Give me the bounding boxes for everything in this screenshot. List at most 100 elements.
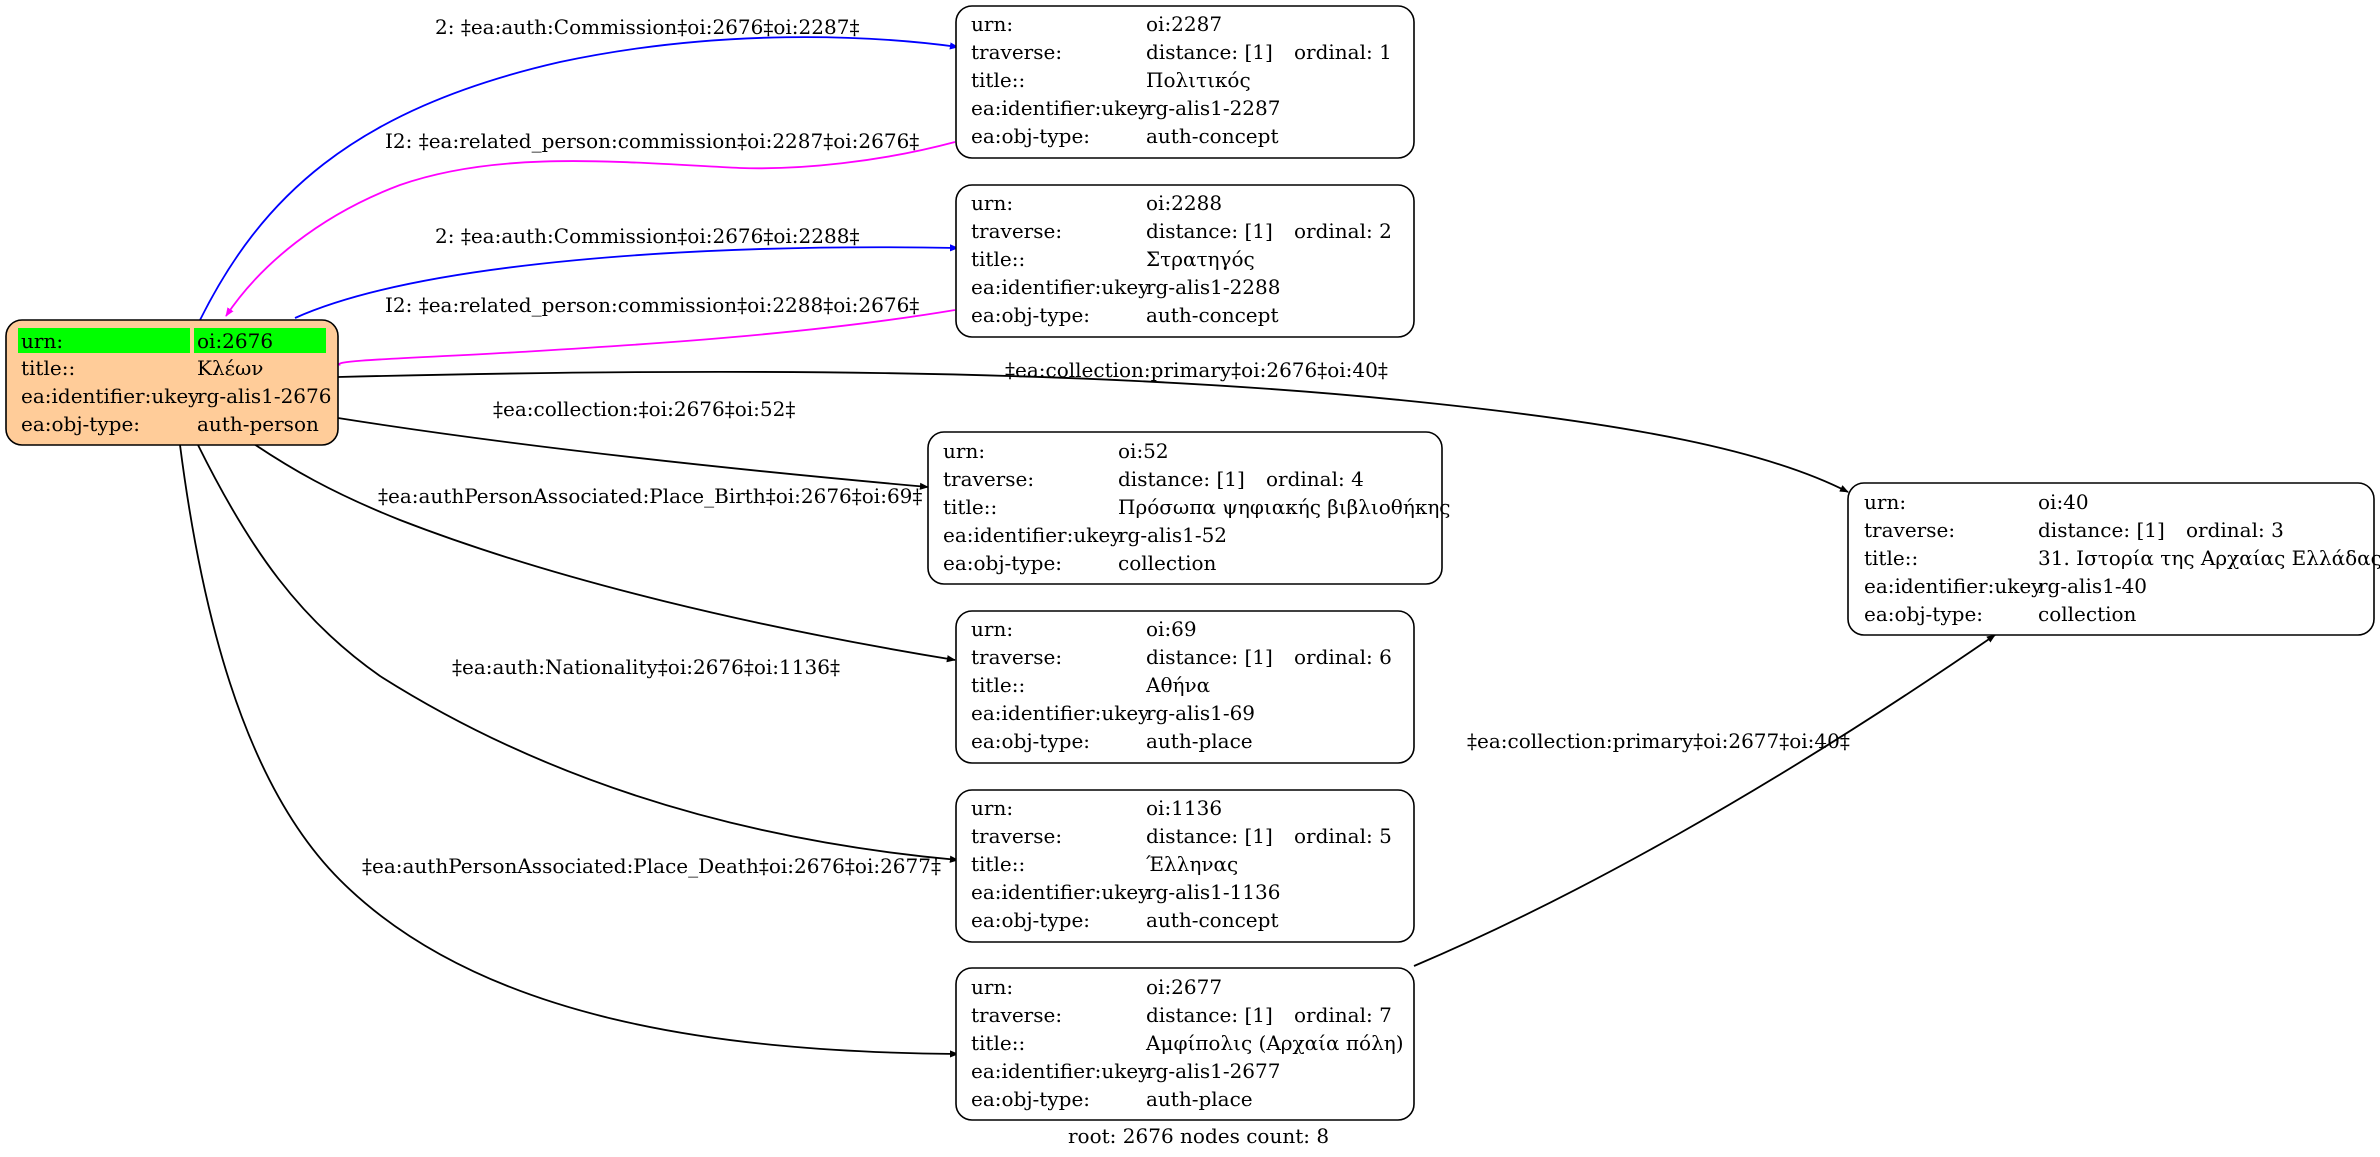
node-distance: distance: [1]: [1146, 40, 1273, 64]
node-2287[interactable]: urn: oi:2287 traverse: distance: [1] ord…: [955, 5, 1415, 159]
node-40[interactable]: urn: oi:40 traverse: distance: [1] ordin…: [1847, 482, 2380, 636]
node-key-ukey: ea:identifier:ukey: [971, 701, 1150, 725]
node-distance: distance: [1]: [2038, 518, 2165, 542]
node-objtype: auth-place: [1146, 1087, 1253, 1111]
node-key-ukey: ea:identifier:ukey: [971, 880, 1150, 904]
node-distance: distance: [1]: [1146, 219, 1273, 243]
edge-label-commission-2287: 2: ‡ea:auth:Commission‡oi:2676‡oi:2287‡: [435, 15, 859, 39]
node-key-objtype: ea:obj-type:: [971, 303, 1090, 327]
root-value-objtype: auth-person: [197, 412, 319, 436]
node-ukey: rg-alis1-2288: [1146, 275, 1280, 299]
node-title: Πολιτικός: [1146, 68, 1251, 92]
edge-label-nationality-1136: ‡ea:auth:Nationality‡oi:2676‡oi:1136‡: [452, 655, 840, 679]
node-key-title: title::: [943, 495, 997, 519]
node-key-traverse: traverse:: [943, 467, 1034, 491]
node-key-title: title::: [971, 68, 1025, 92]
node-objtype: auth-place: [1146, 729, 1253, 753]
edge-commission-2287: [199, 36, 959, 321]
node-urn: oi:2677: [1146, 975, 1222, 999]
node-objtype: auth-concept: [1146, 124, 1278, 148]
node-distance: distance: [1]: [1146, 645, 1273, 669]
node-ordinal: ordinal: 1: [1294, 40, 1392, 64]
root-node-2676[interactable]: urn: oi:2676 title:: Κλέων ea:identifier…: [5, 319, 339, 446]
node-distance: distance: [1]: [1146, 824, 1273, 848]
root-key-ukey: ea:identifier:ukey: [21, 384, 200, 408]
node-key-traverse: traverse:: [971, 40, 1062, 64]
node-ordinal: ordinal: 3: [2186, 518, 2284, 542]
node-key-ukey: ea:identifier:ukey: [971, 275, 1150, 299]
edge-label-place-birth-69: ‡ea:authPersonAssociated:Place_Birth‡oi:…: [378, 484, 922, 508]
node-key-urn: urn:: [971, 796, 1013, 820]
node-key-objtype: ea:obj-type:: [971, 908, 1090, 932]
edge-related-person-2287: [225, 141, 956, 317]
node-ordinal: ordinal: 5: [1294, 824, 1392, 848]
node-key-traverse: traverse:: [971, 219, 1062, 243]
root-value-urn: oi:2676: [197, 329, 273, 353]
edge-nationality-1136: [197, 444, 959, 863]
node-key-objtype: ea:obj-type:: [971, 729, 1090, 753]
node-69[interactable]: urn: oi:69 traverse: distance: [1] ordin…: [955, 610, 1415, 764]
edge-label-collection-primary-2677-40: ‡ea:collection:primary‡oi:2677‡oi:40‡: [1467, 729, 1850, 753]
edge-label-collection-52: ‡ea:collection:‡oi:2676‡oi:52‡: [493, 397, 795, 421]
node-urn: oi:69: [1146, 617, 1197, 641]
node-key-title: title::: [1864, 546, 1918, 570]
edge-related-person-2288: [331, 309, 956, 366]
node-key-traverse: traverse:: [971, 1003, 1062, 1027]
node-2288[interactable]: urn: oi:2288 traverse: distance: [1] ord…: [955, 184, 1415, 338]
node-distance: distance: [1]: [1118, 467, 1245, 491]
node-objtype: collection: [2038, 602, 2137, 626]
edge-place-death-2677: [179, 444, 959, 1058]
edge-collection-primary-2677-40: [1413, 634, 1996, 967]
node-ordinal: ordinal: 2: [1294, 219, 1392, 243]
edge-label-related-person-2288: I2: ‡ea:related_person:commission‡oi:228…: [385, 293, 919, 317]
node-key-urn: urn:: [1864, 490, 1906, 514]
node-key-urn: urn:: [943, 439, 985, 463]
node-key-urn: urn:: [971, 12, 1013, 36]
edge-collection-52: [337, 417, 929, 490]
root-key-urn: urn:: [21, 329, 63, 353]
edge-label-commission-2288: 2: ‡ea:auth:Commission‡oi:2676‡oi:2288‡: [435, 224, 859, 248]
node-key-traverse: traverse:: [1864, 518, 1955, 542]
edge-commission-2288: [294, 244, 959, 319]
node-ukey: rg-alis1-1136: [1146, 880, 1280, 904]
node-key-objtype: ea:obj-type:: [943, 551, 1062, 575]
node-ukey: rg-alis1-69: [1146, 701, 1255, 725]
node-key-title: title::: [971, 1031, 1025, 1055]
node-key-ukey: ea:identifier:ukey: [943, 523, 1122, 547]
graph-footer: root: 2676 nodes count: 8: [1068, 1124, 1329, 1148]
node-urn: oi:40: [2038, 490, 2089, 514]
node-ukey: rg-alis1-52: [1118, 523, 1227, 547]
node-key-traverse: traverse:: [971, 824, 1062, 848]
node-title: Αθήνα: [1145, 673, 1210, 697]
node-52[interactable]: urn: oi:52 traverse: distance: [1] ordin…: [927, 431, 1451, 585]
edge-label-place-death-2677: ‡ea:authPersonAssociated:Place_Death‡oi:…: [362, 854, 941, 878]
node-title: Πρόσωπα ψηφιακής βιβλιοθήκης: [1118, 495, 1451, 519]
node-ukey: rg-alis1-2677: [1146, 1059, 1280, 1083]
node-2677[interactable]: urn: oi:2677 traverse: distance: [1] ord…: [955, 967, 1415, 1121]
root-key-title: title::: [21, 356, 75, 380]
node-key-ukey: ea:identifier:ukey: [971, 1059, 1150, 1083]
node-1136[interactable]: urn: oi:1136 traverse: distance: [1] ord…: [955, 789, 1415, 943]
node-objtype: collection: [1118, 551, 1217, 575]
node-urn: oi:52: [1118, 439, 1169, 463]
node-distance: distance: [1]: [1146, 1003, 1273, 1027]
edge-place-birth-69: [253, 443, 956, 663]
node-key-urn: urn:: [971, 617, 1013, 641]
node-key-traverse: traverse:: [971, 645, 1062, 669]
node-ukey: rg-alis1-2287: [1146, 96, 1280, 120]
node-key-urn: urn:: [971, 191, 1013, 215]
node-title: Έλληνας: [1146, 852, 1238, 876]
node-key-objtype: ea:obj-type:: [1864, 602, 1983, 626]
edge-label-collection-primary-40: ‡ea:collection:primary‡oi:2676‡oi:40‡: [1005, 358, 1388, 382]
node-ordinal: ordinal: 4: [1266, 467, 1364, 491]
node-urn: oi:1136: [1146, 796, 1222, 820]
node-key-title: title::: [971, 673, 1025, 697]
node-objtype: auth-concept: [1146, 908, 1278, 932]
node-title: Στρατηγός: [1146, 247, 1255, 271]
node-key-objtype: ea:obj-type:: [971, 124, 1090, 148]
node-ordinal: ordinal: 7: [1294, 1003, 1392, 1027]
root-key-objtype: ea:obj-type:: [21, 412, 140, 436]
node-ordinal: ordinal: 6: [1294, 645, 1392, 669]
node-key-objtype: ea:obj-type:: [971, 1087, 1090, 1111]
node-title: Αμφίπολις (Αρχαία πόλη): [1145, 1031, 1404, 1055]
